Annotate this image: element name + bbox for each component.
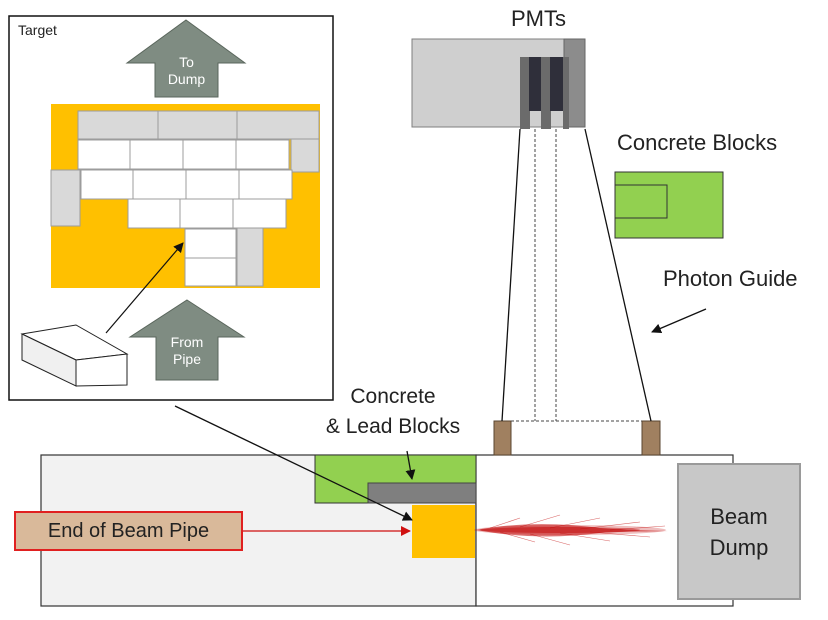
concrete-lead-line2: & Lead Blocks (325, 415, 461, 438)
to-dump-line1: To (179, 54, 194, 70)
to-dump-arrow (125, 19, 247, 98)
beam-dump-line1: Beam (710, 503, 768, 529)
beam-dump-block: Beam Dump (677, 463, 801, 600)
concrete-blocks-label: Concrete Blocks (617, 130, 778, 155)
end-of-beam-pipe-label: End of Beam Pipe (14, 511, 243, 551)
brick-pointer (105, 242, 184, 334)
pmts-label: PMTs (511, 6, 566, 31)
concrete-brick-layer (50, 110, 320, 287)
concrete-blocks-inner (614, 184, 668, 219)
from-pipe-arrow (128, 299, 246, 381)
photon-guide-label: Photon Guide (663, 266, 798, 291)
photon-guide (501, 128, 652, 422)
concrete-lead-line1: Concrete (350, 385, 436, 408)
target-inset (8, 15, 334, 401)
to-dump-label: To Dump (155, 54, 218, 88)
iso-brick (20, 324, 129, 387)
white-brick-layer (77, 139, 293, 287)
from-pipe-label: From Pipe (156, 334, 218, 368)
from-pipe-line2: Pipe (172, 351, 202, 367)
beam-shower (474, 514, 668, 546)
target-block (412, 505, 475, 558)
concrete-blocks-green (614, 171, 724, 239)
lead-block (367, 482, 477, 504)
guide-support-right (641, 420, 661, 456)
pmt-tubes (520, 57, 569, 129)
to-dump-line2: Dump (167, 71, 206, 87)
from-pipe-line1: From (170, 334, 204, 350)
inset-title: Target (18, 22, 57, 38)
lead-blocks-pointer (405, 450, 416, 480)
inset-to-target-arrow (174, 405, 413, 521)
beam-dump-line2: Dump (709, 534, 769, 560)
photon-guide-pointer (651, 308, 707, 334)
guide-support-left (493, 420, 512, 456)
concrete-lead-label: Concrete & Lead Blocks (303, 382, 483, 442)
